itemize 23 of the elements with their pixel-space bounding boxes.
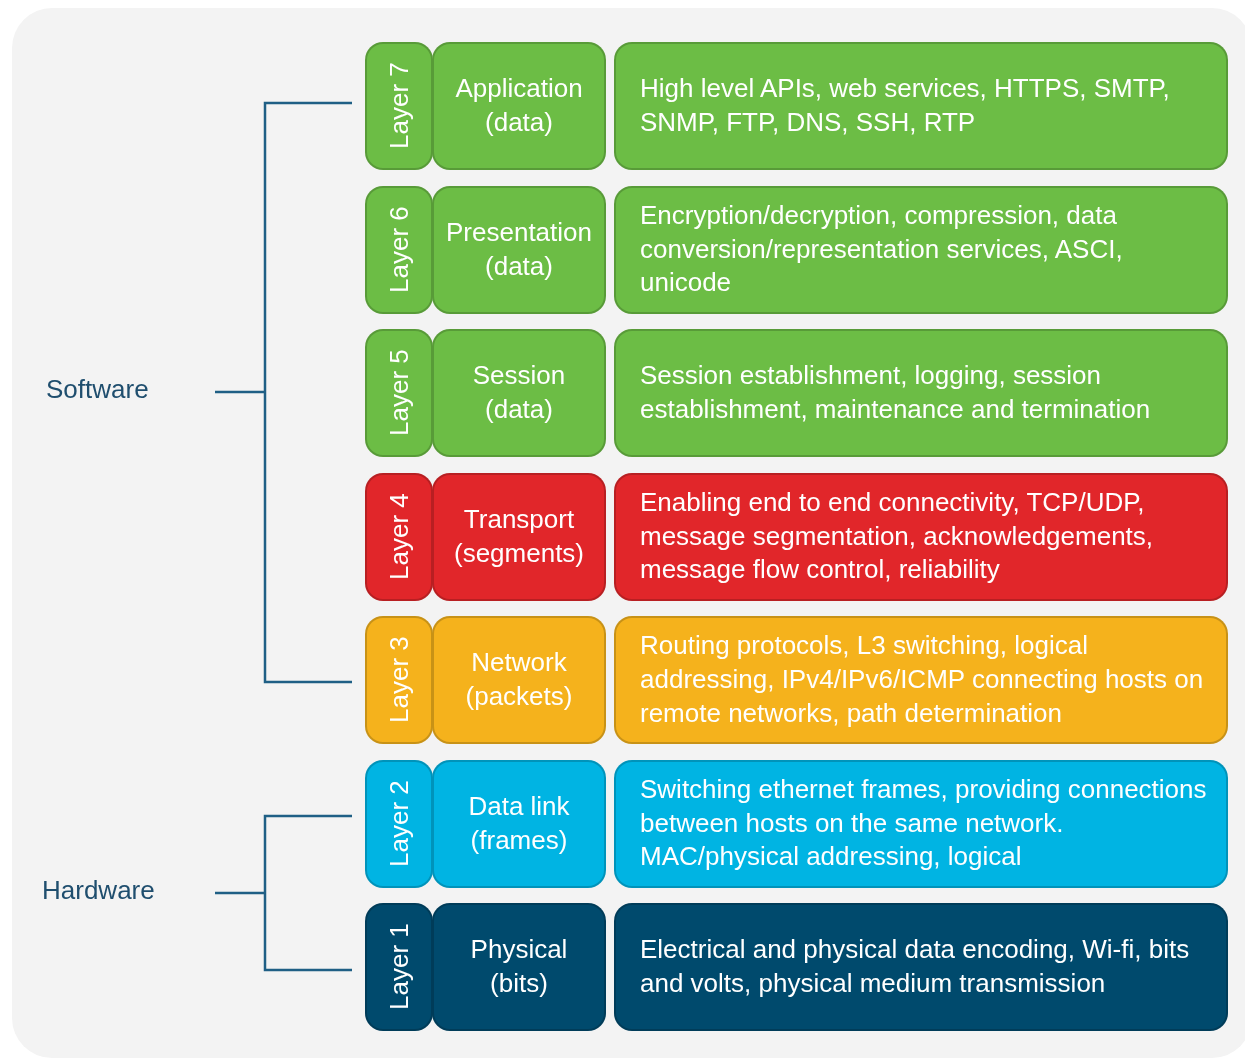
layer-tab: Layer 6 bbox=[365, 185, 433, 314]
group-label: Software bbox=[46, 374, 149, 405]
layer-name-box: Presentation (data) bbox=[432, 185, 606, 314]
layer-tab: Layer 4 bbox=[365, 472, 433, 601]
layer-name-box: Network (packets) bbox=[432, 616, 606, 744]
layer-name-box: Application (data) bbox=[432, 42, 606, 170]
layer-tab: Layer 7 bbox=[365, 42, 433, 170]
description-box: High level APIs, web services, HTTPS, SMTP, SNMP, FTP, DNS, SSH, RTP bbox=[614, 42, 1228, 170]
description-box: Electrical and physical data encoding, Wi-fi, bits and volts, physical medium transmission bbox=[614, 903, 1228, 1031]
layer-name-box: Session (data) bbox=[432, 329, 606, 457]
layer-name-box: Transport (segments) bbox=[432, 472, 606, 601]
layer-name-box: Physical (bits) bbox=[432, 903, 606, 1031]
layer-name-box: Data link (frames) bbox=[432, 759, 606, 888]
layer-tab: Layer 1 bbox=[365, 903, 433, 1031]
description-box: Enabling end to end connectivity, TCP/UDP, message segmentation, acknowledgements, message flow control, reliability bbox=[614, 472, 1228, 601]
description-box: Session establishment, logging, session establishment, maintenance and termination bbox=[614, 329, 1228, 457]
group-label: Hardware bbox=[42, 875, 155, 906]
description-box: Switching ethernet frames, providing connections between hosts on the same network. MAC/physical addressing, logical bbox=[614, 759, 1228, 888]
description-box: Encryption/decryption, compression, data conversion/representation services, ASCI, unicode bbox=[614, 185, 1228, 314]
layer-tab: Layer 2 bbox=[365, 759, 433, 888]
layer-tab: Layer 5 bbox=[365, 329, 433, 457]
description-box: Routing protocols, L3 switching, logical addressing, IPv4/IPv6/ICMP connecting hosts on remote networks, path determination bbox=[614, 616, 1228, 744]
layer-tab: Layer 3 bbox=[365, 616, 433, 744]
